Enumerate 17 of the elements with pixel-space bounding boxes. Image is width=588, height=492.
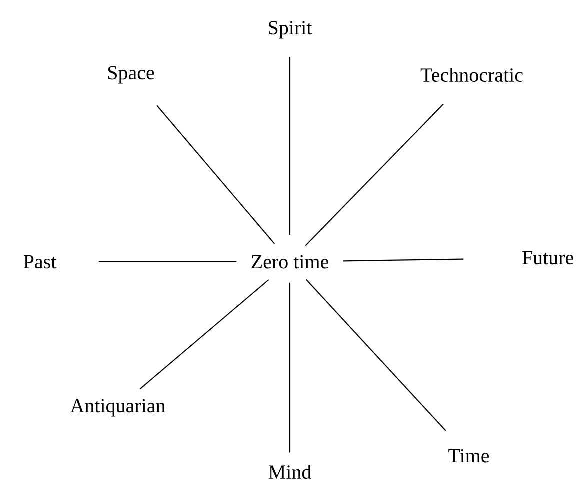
connector-line [305,104,444,246]
connector-line [98,261,237,263]
connector-line [156,105,276,244]
concept-label: Spirit [269,21,312,39]
concept-label: Zero time [252,255,328,269]
connector-line [140,280,270,390]
concept-label: Space [108,66,154,84]
concept-label: Past [24,255,57,269]
connector-line [289,282,291,453]
concept-label: Antiquarian [70,399,166,417]
concept-label: Future [522,251,574,265]
concept-label: Technocratic [420,68,523,82]
connector-line [289,56,291,236]
connector-line [306,279,446,432]
concept-label: Mind [268,464,312,480]
connector-line [343,258,464,262]
concept-label: Time [448,449,490,463]
